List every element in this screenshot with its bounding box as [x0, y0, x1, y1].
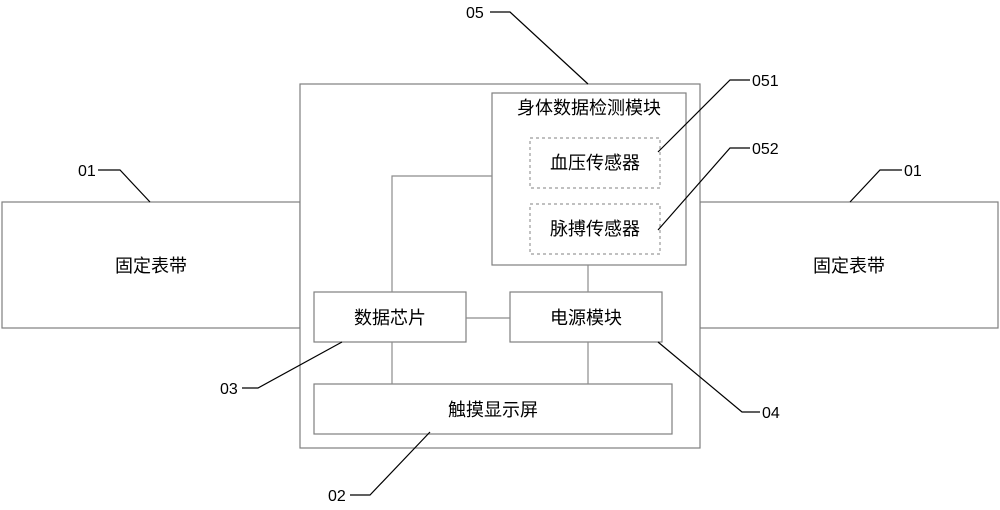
ref-02: 02 — [328, 488, 346, 505]
bp-sensor-label: 血压传感器 — [550, 153, 640, 174]
leader-01-right — [850, 170, 902, 202]
pulse-sensor-label: 脉搏传感器 — [550, 219, 640, 240]
strap-left-label: 固定表带 — [115, 256, 187, 277]
ref-03: 03 — [220, 381, 238, 398]
power-module-label: 电源模块 — [550, 308, 622, 329]
ref-052: 052 — [752, 141, 779, 158]
ref-01-left: 01 — [78, 163, 96, 180]
data-chip-label: 数据芯片 — [354, 308, 426, 329]
strap-right-label: 固定表带 — [813, 256, 885, 277]
ref-04: 04 — [762, 405, 780, 422]
leader-01-left — [98, 170, 150, 202]
ref-051: 051 — [752, 73, 779, 90]
body-detection-label: 身体数据检测模块 — [517, 98, 661, 119]
touch-screen-label: 触摸显示屏 — [448, 400, 538, 421]
ref-05: 05 — [466, 5, 484, 22]
leader-05 — [490, 12, 588, 84]
ref-01-right: 01 — [904, 163, 922, 180]
